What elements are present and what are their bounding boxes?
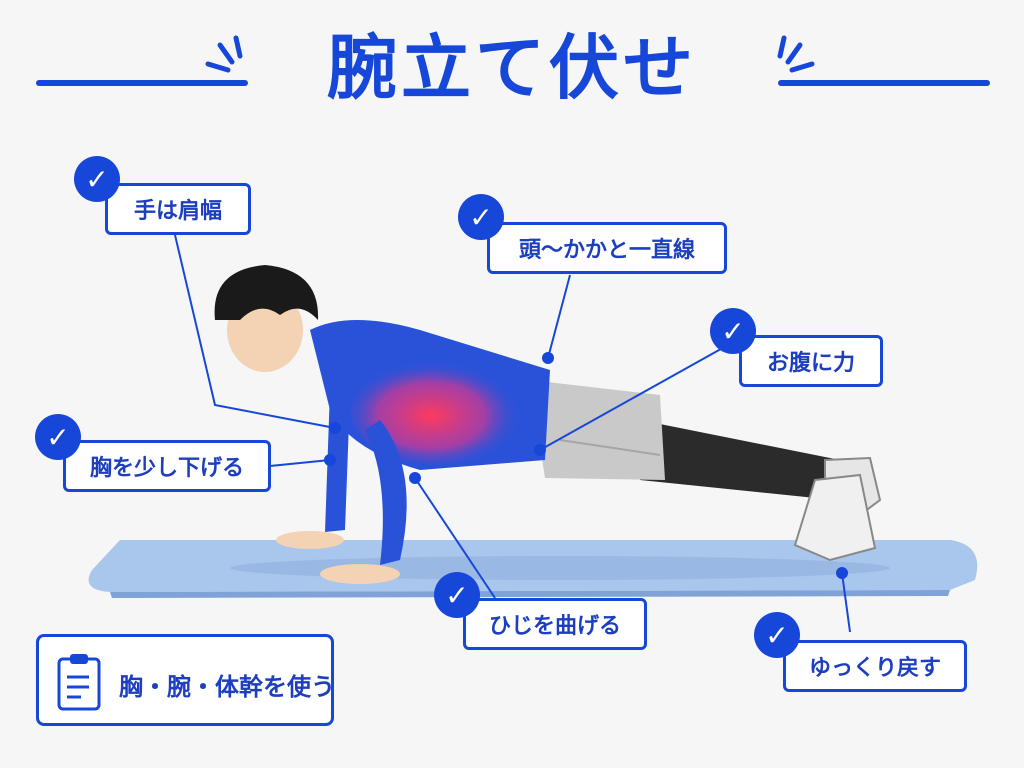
right-arm xyxy=(365,420,407,565)
muscles-note: 胸・腕・体幹を使う xyxy=(36,634,335,726)
callout-bend-elbows: ひじを曲げる xyxy=(463,598,647,650)
check-icon: ✓ xyxy=(35,414,81,460)
check-icon: ✓ xyxy=(754,612,800,658)
hair xyxy=(214,265,319,320)
left-hand xyxy=(276,531,344,549)
shorts xyxy=(530,380,665,480)
callout-shoulder-width: 手は肩幅 xyxy=(105,183,251,235)
check-icon: ✓ xyxy=(710,308,756,354)
title-rule-left xyxy=(36,80,248,86)
check-icon: ✓ xyxy=(74,156,120,202)
muscles-note-label: 胸・腕・体幹を使う xyxy=(119,673,335,701)
callout-slow-return: ゆっくり戻す xyxy=(783,640,967,692)
check-icon: ✓ xyxy=(458,194,504,240)
callout-slow-return-label: ゆっくり戻す xyxy=(808,656,941,681)
check-icon: ✓ xyxy=(434,572,480,618)
callout-core: お腹に力 xyxy=(739,335,883,387)
callout-core-label: お腹に力 xyxy=(766,351,855,376)
title-rule-right xyxy=(778,80,990,86)
page-title: 腕立て伏せ xyxy=(327,27,697,109)
shoe-front xyxy=(793,473,877,562)
callout-lower-chest: 胸を少し下げる xyxy=(63,440,271,492)
callout-bend-elbows-label: ひじを曲げる xyxy=(488,614,621,639)
callout-straight-line: 頭〜かかと一直線 xyxy=(487,222,727,274)
callout-shoulder-width-label: 手は肩幅 xyxy=(133,199,222,224)
callout-straight-line-label: 頭〜かかと一直線 xyxy=(518,238,695,263)
leggings xyxy=(640,420,840,500)
clipboard-icon xyxy=(57,654,101,711)
callout-lower-chest-label: 胸を少し下げる xyxy=(89,456,244,481)
right-hand xyxy=(320,564,400,584)
